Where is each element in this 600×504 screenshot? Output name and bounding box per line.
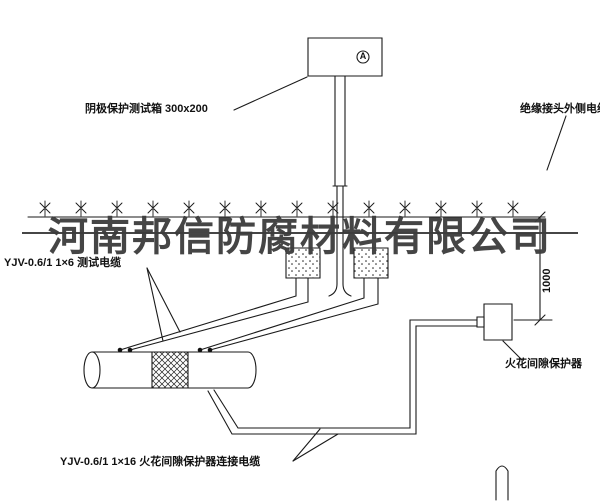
test-box-leader [234, 77, 307, 110]
ground-surface-symbols [40, 201, 518, 216]
watermark-text: 河南邦信防腐材料有限公司 [48, 214, 552, 259]
outer-cable-label: 绝缘接头外侧电缆 [520, 103, 600, 115]
conduit-riser [329, 76, 351, 296]
connection-cable-label: YJV-0.6/1 1×16 火花间隙保护器连接电缆 [60, 456, 261, 468]
ammeter-letter: A [359, 51, 367, 61]
protection-block-left [286, 248, 320, 278]
test-cable-label: YJV-0.6/1 1×6 测试电缆 [4, 257, 122, 269]
test-cables [120, 278, 378, 350]
connection-cable-leaders [293, 429, 338, 461]
spark-gap-leader [503, 341, 522, 360]
protection-block-right [354, 248, 388, 278]
cable-connection-points [117, 347, 213, 353]
dimension-1000 [514, 212, 552, 325]
test-box-label: 阴极保护测试箱 300x200 [85, 103, 208, 115]
ammeter-symbol [357, 51, 369, 63]
spark-gap-label: 火花间隙保护器 [505, 358, 582, 370]
watermark-strikethrough [22, 232, 578, 234]
outer-cable-leader [547, 116, 566, 170]
connection-cables [208, 320, 477, 434]
spark-gap-protector [477, 304, 512, 340]
test-box [308, 38, 382, 76]
test-cable-leaders [147, 268, 180, 341]
insulating-joint [152, 352, 188, 388]
pipe-riser-symbol [496, 466, 508, 500]
pipeline [84, 347, 256, 388]
